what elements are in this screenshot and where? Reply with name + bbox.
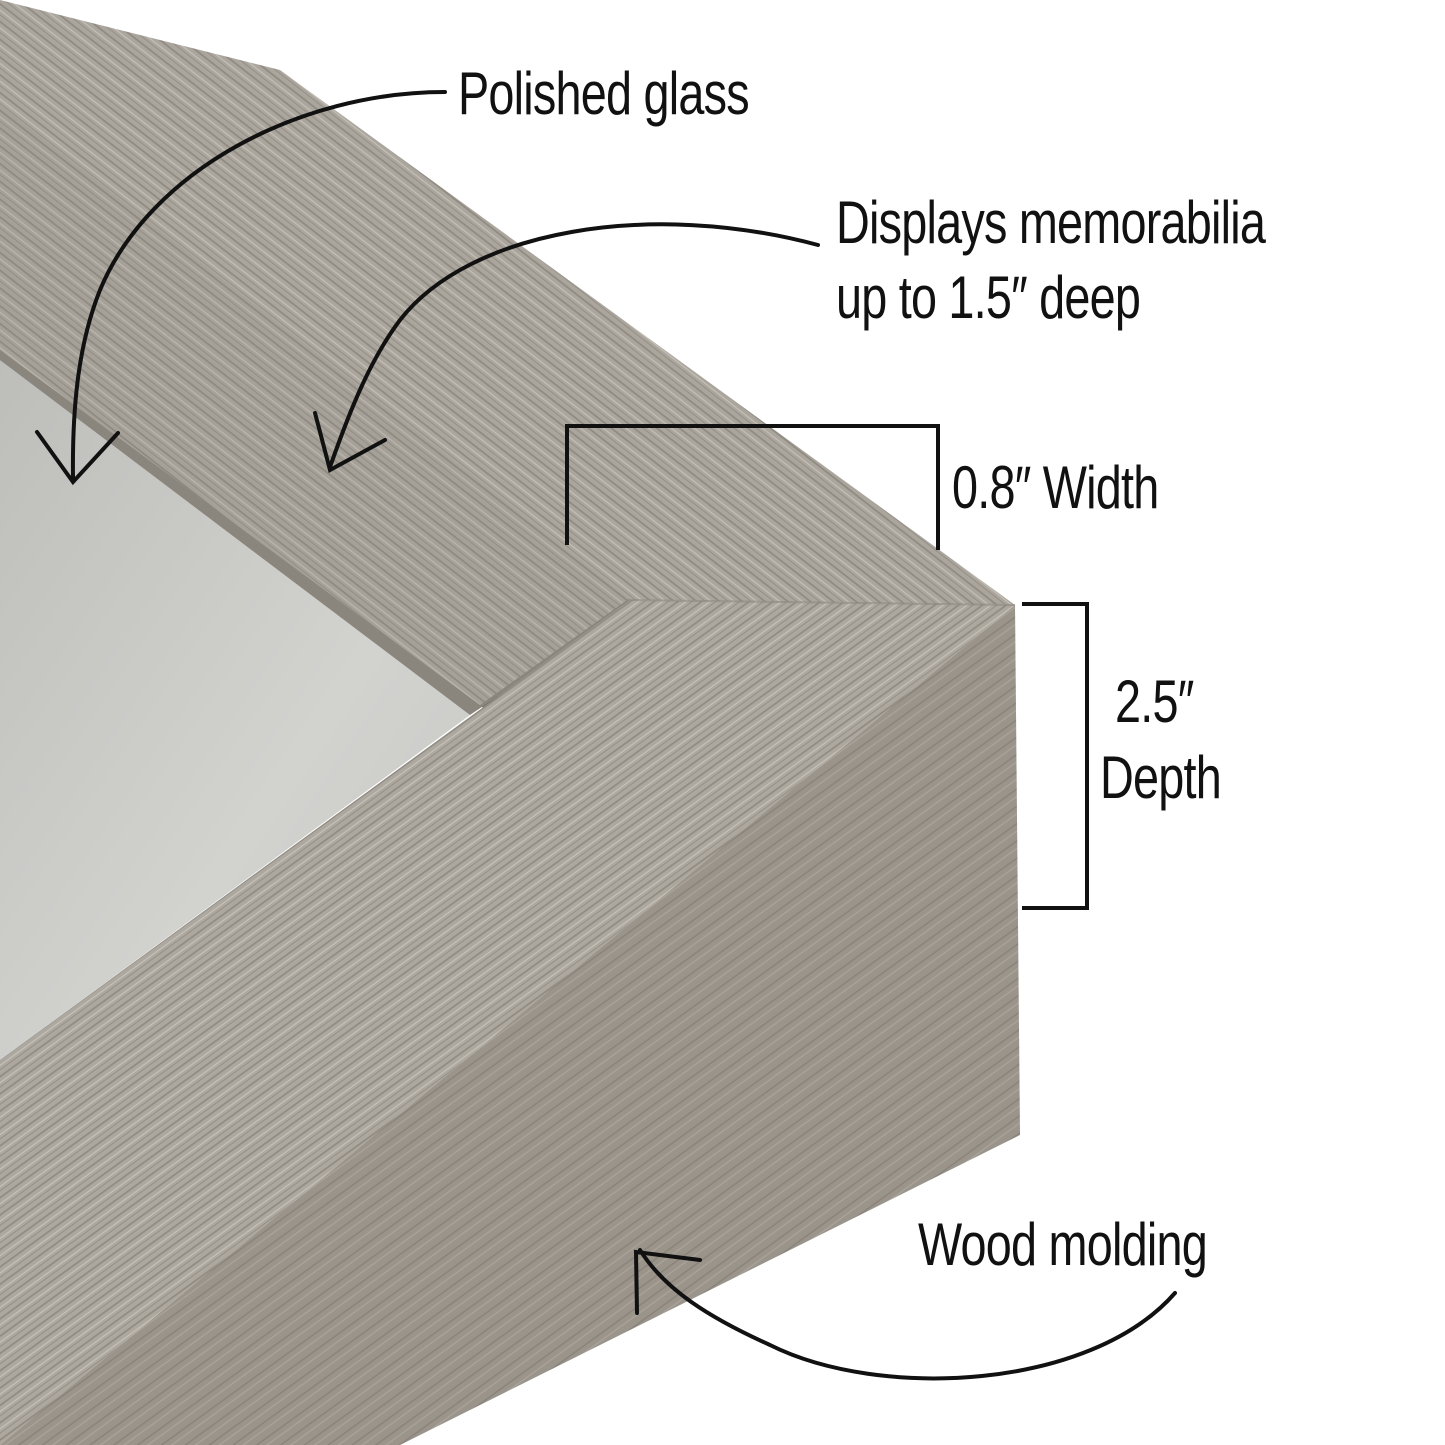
polished-glass-label: Polished glass xyxy=(458,60,750,127)
miter-line xyxy=(629,599,1016,606)
width-bracket xyxy=(565,424,940,550)
molding-side-face xyxy=(0,605,1020,1445)
memorabilia-label-line1: Displays memorabilia xyxy=(836,189,1266,256)
molding-arrow-curve xyxy=(638,1248,1177,1381)
molding-top-face-lower xyxy=(0,600,1015,1445)
width-label: 0.8″ Width xyxy=(952,454,1159,521)
memorabilia-arrow xyxy=(313,222,820,473)
curved-arrow-down-icon xyxy=(35,430,120,486)
memorabilia-arrow-curve xyxy=(328,222,820,469)
curved-arrow-down-icon xyxy=(313,411,387,473)
inner-lip-grain xyxy=(0,100,630,705)
molding-side-shade xyxy=(0,605,1020,1445)
memorabilia-label-line2: up to 1.5″ deep xyxy=(836,264,1141,331)
depth-bracket xyxy=(1022,602,1089,910)
depth-label-text: Depth xyxy=(1100,744,1222,811)
wood-molding-label: Wood molding xyxy=(918,1211,1208,1278)
depth-label-value: 2.5″ xyxy=(1115,668,1194,735)
molding-top-face-upper xyxy=(0,0,1015,605)
glass-panel xyxy=(0,360,470,1060)
curved-arrow-up-icon xyxy=(633,1249,702,1315)
molding-arrow xyxy=(633,1248,1177,1381)
glass-arrow xyxy=(35,90,447,486)
glass-arrow-curve xyxy=(70,90,447,480)
